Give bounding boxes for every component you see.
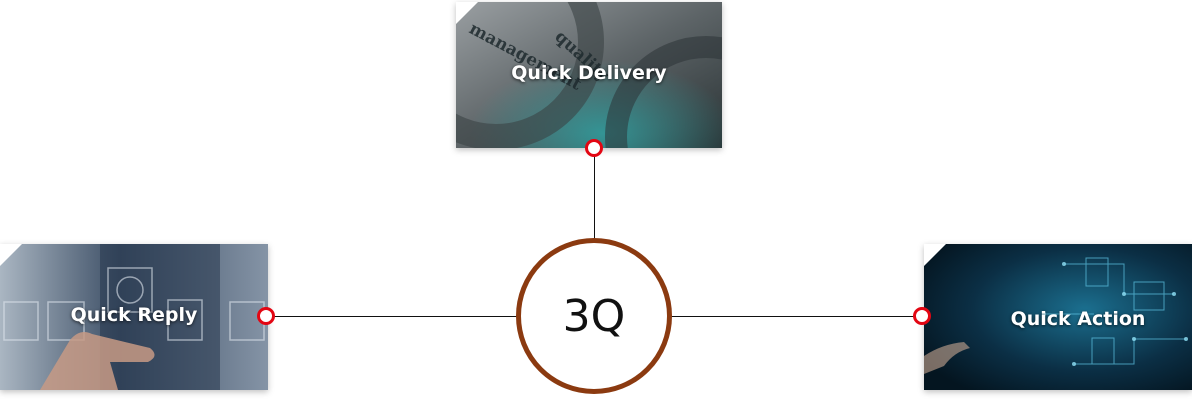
quick-action-dot[interactable] (913, 307, 931, 325)
corner-fold (924, 244, 946, 266)
connector-line-right (670, 316, 923, 317)
quick-delivery-label: Quick Delivery (456, 62, 722, 84)
quick-reply-dot[interactable] (257, 307, 275, 325)
connector-line-top (594, 150, 595, 240)
connector-line-left (268, 316, 518, 317)
quick-reply-card[interactable]: Quick Reply (0, 244, 268, 390)
corner-fold (0, 244, 22, 266)
quick-action-label: Quick Action (924, 308, 1192, 330)
quick-delivery-dot[interactable] (585, 139, 603, 157)
corner-fold (456, 2, 478, 24)
quick-delivery-card[interactable]: management quality Quick Delivery (456, 2, 722, 148)
center-3q-circle: 3Q (516, 238, 672, 394)
quick-reply-label: Quick Reply (0, 304, 268, 326)
center-label: 3Q (563, 291, 626, 342)
quick-action-card[interactable]: Quick Action (924, 244, 1192, 390)
